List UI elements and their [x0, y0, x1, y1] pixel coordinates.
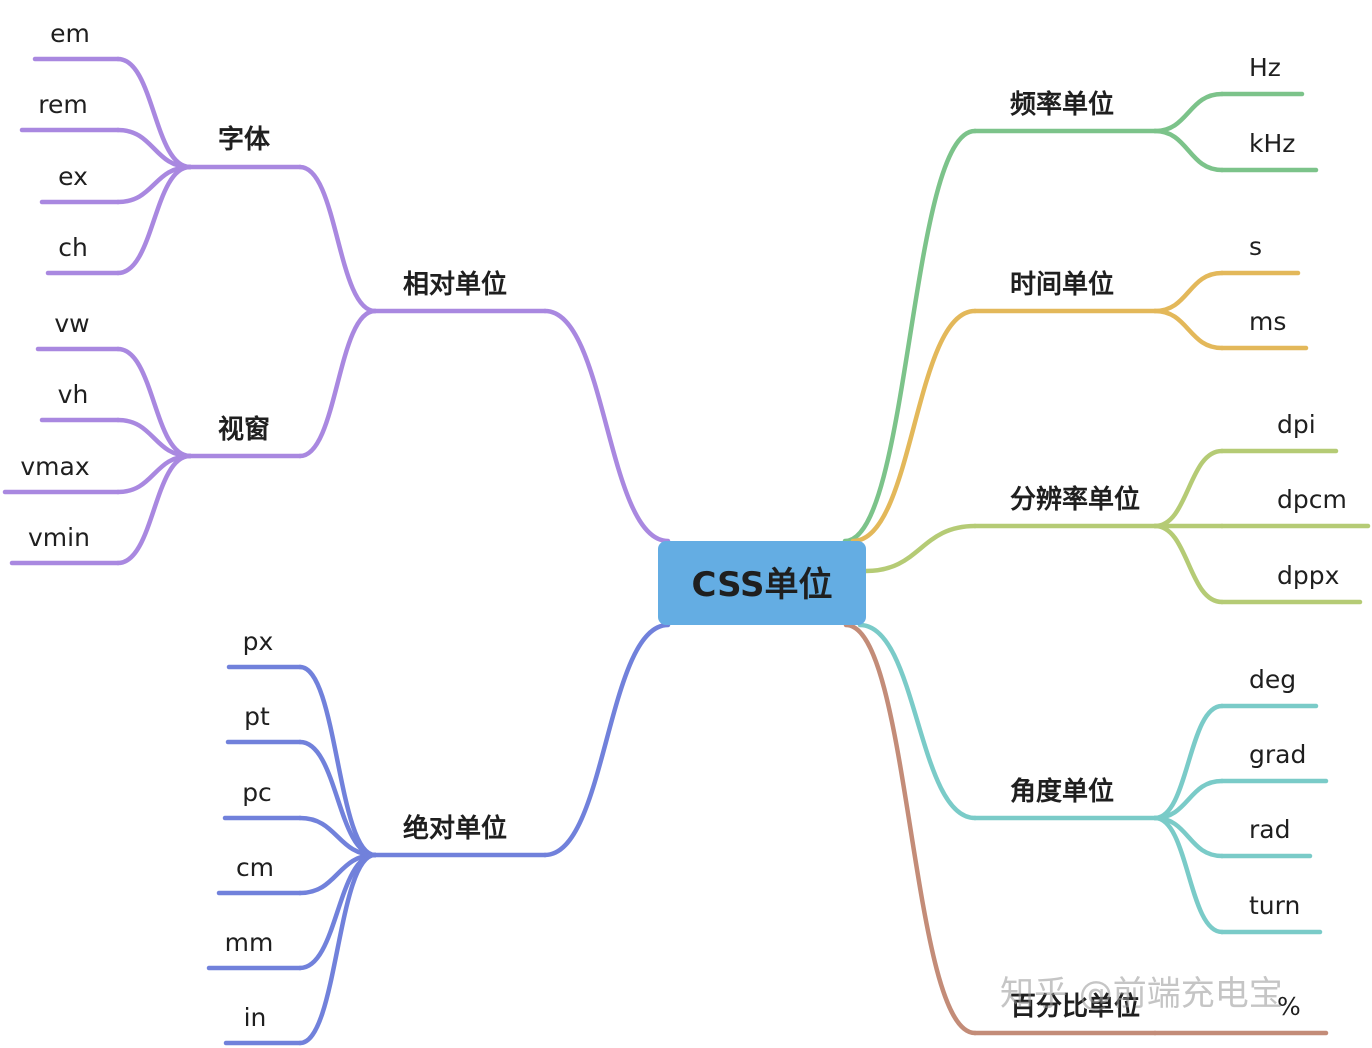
leaf-angle-2[interactable]: rad — [1249, 815, 1290, 844]
branch-label-relative[interactable]: 相对单位 — [403, 269, 507, 300]
leaf-angle-3[interactable]: turn — [1249, 891, 1300, 920]
branch-label-percent[interactable]: 百分比单位 — [1010, 991, 1140, 1022]
central-node[interactable]: CSS单位 — [658, 541, 866, 625]
leaf-viewport-1[interactable]: vh — [58, 380, 89, 409]
edge-absolute — [542, 622, 671, 858]
central-node-label: CSS单位 — [691, 565, 832, 605]
leaf-absolute-3[interactable]: cm — [236, 853, 274, 882]
branch-label-viewport[interactable]: 视窗 — [218, 414, 270, 445]
branch-label-font[interactable]: 字体 — [218, 124, 271, 155]
edge-leaf-font-1 — [115, 127, 193, 170]
leaf-absolute-2[interactable]: pc — [242, 778, 272, 807]
branch-label-frequency[interactable]: 频率单位 — [1010, 89, 1114, 120]
edge-leaf-time-1 — [1152, 308, 1225, 351]
leaf-frequency-1[interactable]: kHz — [1249, 129, 1295, 158]
leaf-absolute-5[interactable]: in — [244, 1003, 267, 1032]
mindmap-edges — [2, 56, 1371, 1046]
edge-leaf-viewport-3 — [115, 453, 193, 566]
edge-leaf-angle-3 — [1152, 815, 1225, 935]
edge-leaf-angle-1 — [1152, 778, 1225, 821]
branch-label-absolute[interactable]: 绝对单位 — [403, 813, 507, 844]
edge-frequency — [842, 128, 978, 544]
edge-leaf-viewport-0 — [115, 346, 193, 459]
leaf-time-0[interactable]: s — [1249, 232, 1262, 261]
leaf-resolution-1[interactable]: dpcm — [1277, 485, 1347, 514]
edge-percent — [843, 622, 978, 1036]
leaf-viewport-2[interactable]: vmax — [20, 452, 89, 481]
edge-leaf-frequency-1 — [1152, 128, 1225, 173]
mindmap-labels: 相对单位 字体 em rem ex ch 视窗 vw vh vmax vmin 绝对单位 px pt pc c… — [20, 19, 1346, 1032]
leaf-frequency-0[interactable]: Hz — [1249, 53, 1281, 82]
leaf-font-0[interactable]: em — [50, 19, 90, 48]
edge-font — [297, 164, 378, 314]
leaf-resolution-2[interactable]: dppx — [1277, 561, 1339, 590]
edge-resolution — [863, 523, 978, 574]
edge-leaf-resolution-2 — [1152, 523, 1225, 605]
edge-leaf-angle-0 — [1152, 703, 1225, 821]
leaf-resolution-0[interactable]: dpi — [1277, 410, 1316, 439]
edge-relative — [542, 308, 671, 544]
leaf-font-2[interactable]: ex — [58, 162, 88, 191]
edge-leaf-font-0 — [115, 56, 193, 170]
edge-leaf-absolute-1 — [297, 739, 378, 858]
leaf-angle-0[interactable]: deg — [1249, 665, 1296, 694]
leaf-angle-1[interactable]: grad — [1249, 740, 1306, 769]
leaf-absolute-4[interactable]: mm — [225, 928, 274, 957]
leaf-absolute-1[interactable]: pt — [244, 702, 270, 731]
branch-label-resolution[interactable]: 分辨率单位 — [1010, 484, 1140, 515]
edge-angle — [857, 622, 978, 821]
edge-leaf-absolute-5 — [297, 852, 378, 1046]
edge-time — [850, 308, 978, 544]
leaf-absolute-0[interactable]: px — [243, 627, 274, 656]
leaf-time-1[interactable]: ms — [1249, 307, 1286, 336]
leaf-viewport-0[interactable]: vw — [54, 309, 89, 338]
edge-leaf-time-0 — [1152, 270, 1225, 314]
branch-label-time[interactable]: 时间单位 — [1010, 269, 1114, 300]
leaf-viewport-3[interactable]: vmin — [28, 523, 90, 552]
edge-viewport — [297, 308, 378, 459]
leaf-font-3[interactable]: ch — [58, 233, 88, 262]
leaf-percent-0[interactable]: % — [1277, 992, 1301, 1021]
edge-leaf-absolute-0 — [297, 664, 378, 858]
central-node-box — [658, 541, 866, 625]
edge-leaf-frequency-0 — [1152, 91, 1225, 134]
edge-leaf-viewport-1 — [115, 417, 193, 459]
branch-label-angle[interactable]: 角度单位 — [1010, 776, 1114, 807]
edge-leaf-resolution-0 — [1152, 448, 1225, 529]
edge-leaf-font-3 — [115, 164, 193, 276]
leaf-font-1[interactable]: rem — [38, 90, 87, 119]
edge-leaf-absolute-2 — [297, 815, 378, 858]
watermark-text: 知乎 @前端充电宝 — [1000, 974, 1283, 1014]
